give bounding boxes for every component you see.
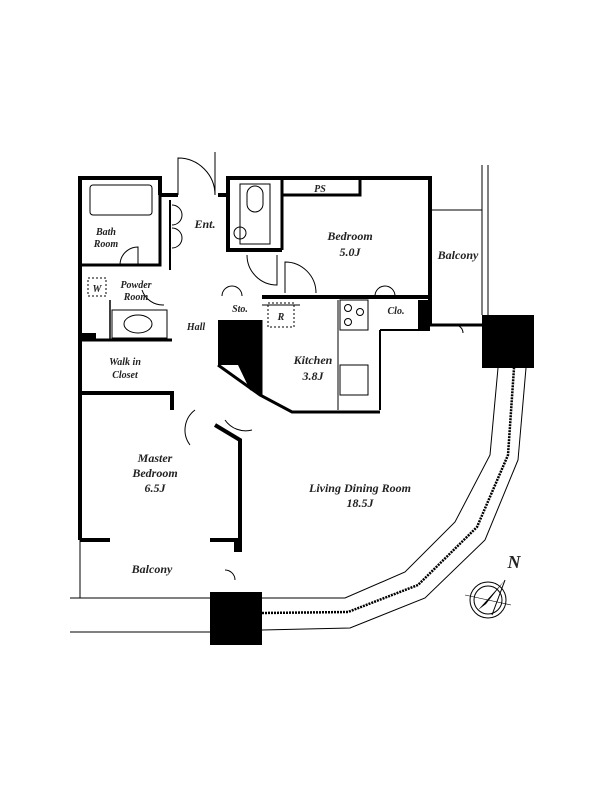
kitchen-size: 3.8J <box>302 369 325 383</box>
closet-label: Clo. <box>388 306 405 317</box>
column-east <box>482 315 534 368</box>
compass-north-label: N <box>507 552 522 572</box>
washer-label: W <box>93 284 103 295</box>
kitchen-label: Kitchen <box>293 353 333 367</box>
balcony-south-label: Balcony <box>131 562 173 576</box>
structural-blocks <box>80 300 534 645</box>
doors <box>119 152 489 581</box>
washer-icon <box>87 277 107 297</box>
kitchen-wall <box>217 363 380 414</box>
living-dining-label: Living Dining Room <box>308 481 411 495</box>
bedroom-label: Bedroom <box>326 229 372 243</box>
bath-room-label-2: Room <box>93 239 119 250</box>
fixtures <box>87 183 369 410</box>
bathtub-icon <box>89 184 153 216</box>
refrigerator-label: R <box>277 312 285 323</box>
room-labels: Bath Room Ent. PS Bedroom 5.0J Balcony W… <box>93 184 479 576</box>
ps-label: PS <box>314 184 326 195</box>
powder-room-label-2: Room <box>123 292 149 303</box>
fridge-icon <box>267 302 295 328</box>
bath-room-label: Bath <box>95 227 116 238</box>
storage-label: Sto. <box>232 304 248 315</box>
kitchen-sink-icon <box>339 364 369 396</box>
master-bedroom-label-2: Bedroom <box>131 466 177 480</box>
hall-label: Hall <box>186 322 206 333</box>
bedroom-size: 5.0J <box>340 245 362 259</box>
toilet-icon <box>246 185 264 213</box>
balcony-east-label: Balcony <box>437 248 479 262</box>
master-bedroom-label: Master <box>137 451 173 465</box>
stove-icon <box>339 299 369 331</box>
living-dining-size: 18.5J <box>347 496 375 510</box>
balcony-outline <box>70 367 527 633</box>
walk-in-closet-label-2: Closet <box>112 370 139 381</box>
master-bedroom-size: 6.5J <box>145 481 167 495</box>
column-southwest <box>210 592 262 645</box>
sink-icon <box>233 226 247 240</box>
entrance-label: Ent. <box>193 217 215 231</box>
walk-in-closet-label: Walk in <box>109 357 141 368</box>
powder-room-label: Powder <box>120 280 151 291</box>
compass-icon <box>464 579 512 619</box>
basin-icon <box>123 314 153 334</box>
